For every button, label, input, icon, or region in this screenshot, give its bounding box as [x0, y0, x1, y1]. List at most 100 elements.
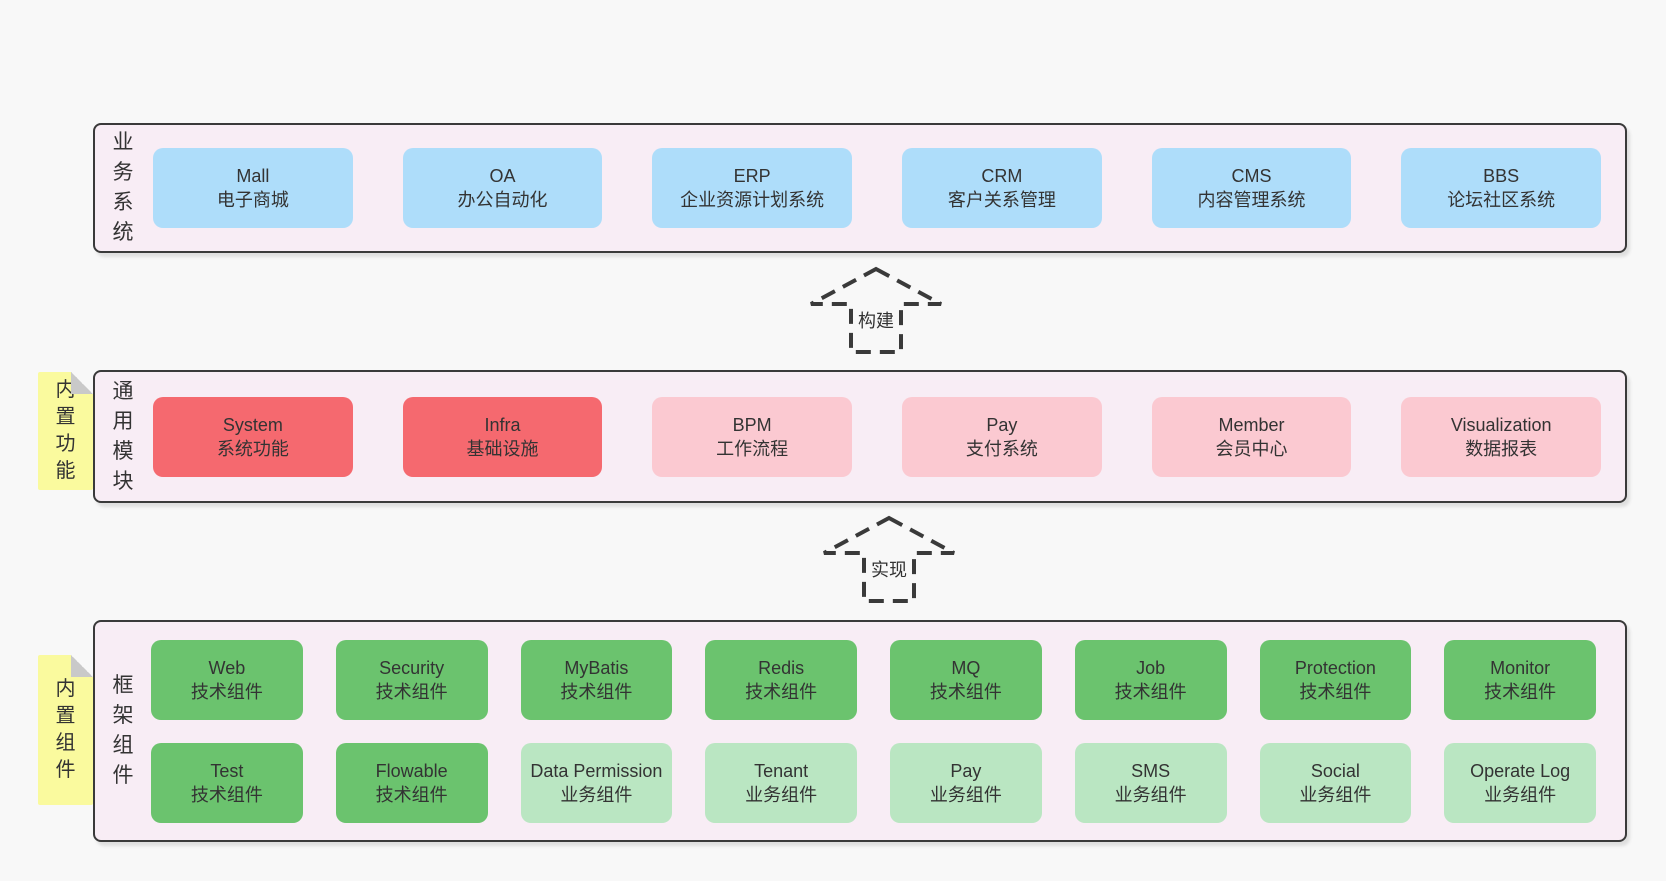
box-pay-component: Pay 业务组件 — [890, 742, 1042, 823]
note-built-in-components: 内置组件 — [38, 655, 93, 805]
layer-common-modules: 通用模块 System 系统功能 Infra 基础设施 BPM 工作流程 Pay… — [93, 370, 1627, 503]
box-job: Job 技术组件 — [1074, 639, 1227, 720]
box-system: System 系统功能 — [153, 396, 353, 477]
box-subtitle: 系统功能 — [216, 438, 289, 459]
box-subtitle: 会员中心 — [1215, 438, 1288, 459]
box-tenant: Tenant 业务组件 — [705, 742, 857, 823]
box-subtitle: 业务组件 — [745, 784, 818, 805]
dashed-up-arrow-implement: 实现 — [820, 515, 958, 605]
box-title: Monitor — [1490, 657, 1551, 678]
box-subtitle: 内容管理系统 — [1197, 190, 1306, 210]
box-title: Flowable — [375, 760, 448, 781]
box-title: Mall — [236, 166, 270, 186]
box-infra: Infra 基础设施 — [402, 396, 603, 477]
arrow-label-implement: 实现 — [867, 555, 911, 583]
box-bpm: BPM 工作流程 — [652, 396, 853, 477]
note-built-in-features: 内置功能 — [38, 372, 93, 490]
folded-corner-icon — [71, 372, 93, 394]
box-title: Social — [1310, 760, 1360, 781]
components-row-2: Test 技术组件 Flowable 技术组件 Data Permission … — [151, 742, 1596, 823]
layer-label-framework-components: 框架组件 — [112, 674, 134, 787]
box-subtitle: 业务组件 — [1299, 784, 1372, 805]
box-operate-log: Operate Log 业务组件 — [1444, 742, 1596, 823]
box-title: OA — [489, 166, 516, 186]
box-title: Job — [1136, 657, 1166, 678]
components-row-1: Web 技术组件 Security 技术组件 MyBatis 技术组件 Redi… — [151, 639, 1596, 720]
box-subtitle: 工作流程 — [716, 438, 789, 459]
up-arrow-icon — [823, 515, 955, 603]
box-flowable: Flowable 技术组件 — [335, 742, 488, 823]
box-subtitle: 技术组件 — [190, 681, 263, 702]
box-title: Pay — [986, 414, 1018, 435]
box-title: Member — [1218, 414, 1285, 435]
layer-business-systems: 业务系统 Mall 电子商城 OA 办公自动化 ERP 企业资源计划系统 CRM… — [93, 123, 1627, 253]
box-subtitle: 业务组件 — [929, 784, 1002, 805]
up-arrow-icon — [810, 266, 942, 354]
box-subtitle: 技术组件 — [1484, 681, 1557, 702]
box-title: Redis — [758, 657, 805, 678]
box-mall: Mall 电子商城 — [153, 148, 353, 228]
box-protection: Protection 技术组件 — [1259, 639, 1412, 720]
box-title: Pay — [950, 760, 982, 781]
box-title: ERP — [733, 166, 771, 186]
box-subtitle: 技术组件 — [1299, 681, 1372, 702]
box-subtitle: 技术组件 — [745, 681, 818, 702]
business-systems-boxes: Mall 电子商城 OA 办公自动化 ERP 企业资源计划系统 CRM 客户关系… — [137, 148, 1625, 228]
box-subtitle: 企业资源计划系统 — [680, 190, 825, 210]
box-title: Security — [379, 657, 445, 678]
box-subtitle: 技术组件 — [1114, 681, 1187, 702]
box-erp: ERP 企业资源计划系统 — [652, 148, 853, 228]
box-web: Web 技术组件 — [151, 639, 303, 720]
box-title: Infra — [484, 414, 521, 435]
box-subtitle: 业务组件 — [1114, 784, 1187, 805]
box-title: SMS — [1131, 760, 1171, 781]
box-member: Member 会员中心 — [1151, 396, 1352, 477]
box-sms: SMS 业务组件 — [1074, 742, 1227, 823]
layer-label-business-systems: 业务系统 — [112, 131, 134, 244]
box-title: BBS — [1483, 166, 1520, 186]
box-subtitle: 技术组件 — [190, 784, 263, 805]
box-social: Social 业务组件 — [1259, 742, 1412, 823]
box-subtitle: 技术组件 — [560, 681, 633, 702]
layer-label-common-modules: 通用模块 — [112, 379, 134, 493]
box-subtitle: 业务组件 — [560, 784, 633, 805]
box-cms: CMS 内容管理系统 — [1151, 148, 1352, 228]
box-data-permission: Data Permission 业务组件 — [520, 742, 673, 823]
box-mq: MQ 技术组件 — [890, 639, 1042, 720]
box-test: Test 技术组件 — [151, 742, 303, 823]
box-title: Visualization — [1450, 414, 1552, 435]
box-visualization: Visualization 数据报表 — [1401, 396, 1602, 477]
box-pay-module: Pay 支付系统 — [902, 396, 1102, 477]
box-oa: OA 办公自动化 — [402, 148, 603, 228]
folded-corner-icon — [71, 655, 93, 677]
box-subtitle: 电子商城 — [216, 190, 289, 210]
box-title: Operate Log — [1470, 760, 1571, 781]
box-bbs: BBS 论坛社区系统 — [1401, 148, 1602, 228]
box-subtitle: 技术组件 — [375, 784, 448, 805]
box-title: MyBatis — [564, 657, 629, 678]
box-subtitle: 数据报表 — [1465, 438, 1538, 459]
box-title: Test — [210, 760, 244, 781]
box-title: BPM — [732, 414, 772, 435]
note-text: 内置组件 — [55, 678, 76, 781]
box-title: Tenant — [754, 760, 809, 781]
box-title: Protection — [1294, 657, 1376, 678]
dashed-up-arrow-build: 构建 — [807, 266, 945, 356]
framework-components-rows: Web 技术组件 Security 技术组件 MyBatis 技术组件 Redi… — [137, 639, 1625, 823]
note-text: 内置功能 — [55, 379, 76, 482]
box-subtitle: 业务组件 — [1484, 784, 1557, 805]
box-monitor: Monitor 技术组件 — [1444, 639, 1596, 720]
box-subtitle: 支付系统 — [965, 438, 1038, 459]
box-redis: Redis 技术组件 — [705, 639, 857, 720]
layer-framework-components: 框架组件 Web 技术组件 Security 技术组件 MyBatis 技术组件… — [93, 620, 1627, 842]
box-subtitle: 技术组件 — [929, 681, 1002, 702]
box-subtitle: 办公自动化 — [457, 190, 548, 210]
box-title: CRM — [981, 166, 1023, 186]
common-modules-boxes: System 系统功能 Infra 基础设施 BPM 工作流程 Pay 支付系统… — [137, 396, 1625, 477]
box-title: System — [222, 414, 283, 435]
box-mybatis: MyBatis 技术组件 — [520, 639, 673, 720]
box-title: CMS — [1231, 166, 1272, 186]
box-title: Data Permission — [530, 760, 663, 781]
box-subtitle: 基础设施 — [466, 438, 539, 459]
